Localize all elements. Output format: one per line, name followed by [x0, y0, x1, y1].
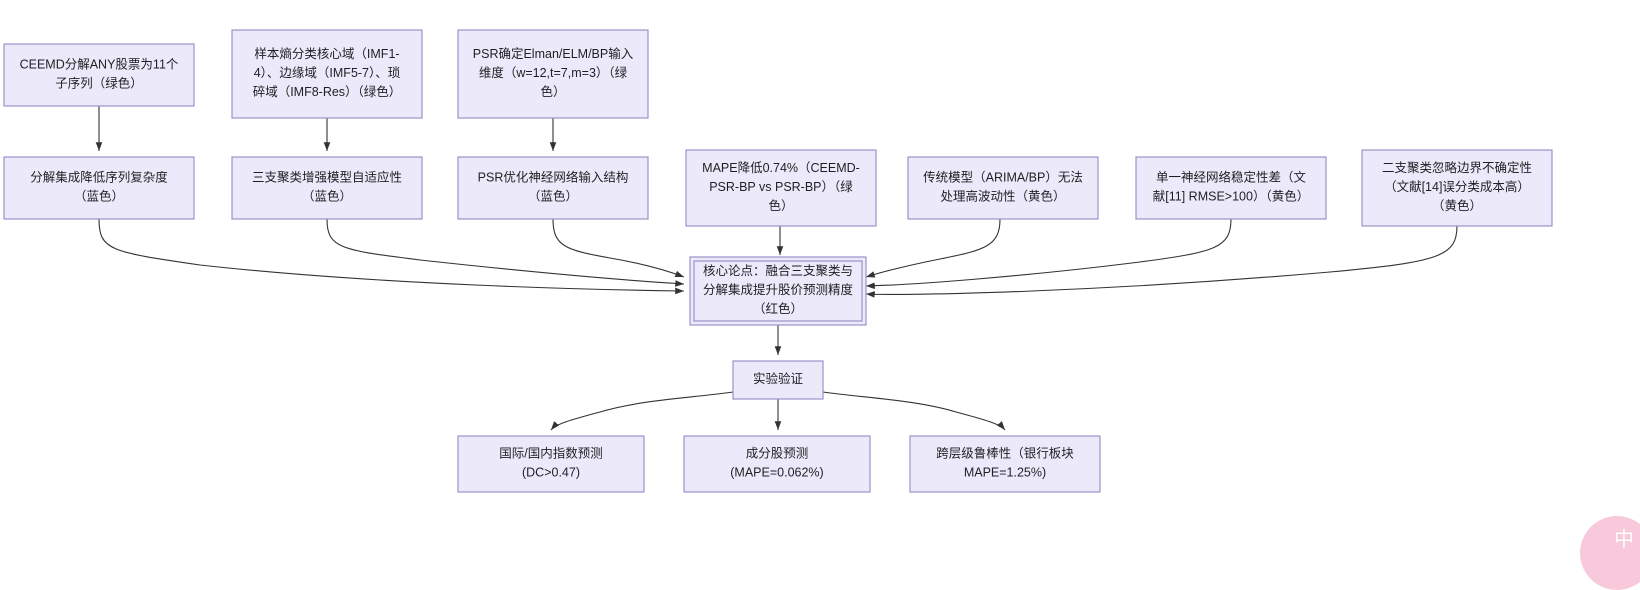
node-label-line: PSR-BP vs PSR-BP）（绿 — [709, 179, 853, 194]
node-label: PSR优化神经网络输入结构 （蓝色） — [478, 170, 629, 204]
node-mape-reduction-evidence[interactable]: MAPE降低0.74%（CEEMD- PSR-BP vs PSR-BP）（绿色） — [685, 149, 877, 227]
node-label: 成分股预测 (MAPE=0.062%) — [730, 447, 823, 480]
node-label-line: 4）、边缘域（IMF5-7）、琐 — [254, 65, 401, 80]
node-label-line: 传统模型（ARIMA/BP）无法 — [923, 170, 1083, 185]
node-box — [231, 156, 423, 220]
node-box — [3, 43, 195, 107]
node-label: 实验验证 — [753, 371, 804, 386]
node-label-line: 三支聚类增强模型自适应性 — [252, 170, 402, 185]
node-label-line: (MAPE=0.062%) — [730, 466, 823, 480]
node-label: 二支聚类忽略边界不确定性 （文献[14]误分类成本高） （黄色） — [1382, 160, 1532, 213]
node-label-line: PSR确定Elman/ELM/BP输入 — [473, 46, 634, 61]
node-box — [457, 29, 649, 119]
node-label-line: 单一神经网络稳定性差（文 — [1156, 170, 1307, 185]
edge-n6-to-core — [552, 218, 685, 278]
node-label-line: (DC>0.47) — [522, 466, 580, 480]
node-label: 传统模型（ARIMA/BP）无法处理高波动性（黄色） — [923, 170, 1083, 204]
edges-layer — [95, 106, 1458, 431]
node-label-line: 分解集成降低序列复杂度 — [30, 170, 168, 185]
edge-exp-to-r1 — [550, 391, 734, 431]
node-label: 样本熵分类核心域（IMF1- 4）、边缘域（IMF5-7）、琐碎域（IMF8-Re… — [253, 46, 402, 99]
node-label-line: 色） — [768, 198, 793, 213]
node-psr-input-dimension[interactable]: PSR确定Elman/ELM/BP输入维度（w=12,t=7,m=3）（绿色） — [457, 29, 649, 119]
node-label: 核心论点：融合三支聚类与分解集成提升股价预测精度 （红色） — [703, 263, 854, 316]
node-box — [457, 435, 645, 493]
node-label-line: 色） — [540, 84, 565, 99]
node-label-line: 实验验证 — [753, 371, 804, 386]
node-label-line: 二支聚类忽略边界不确定性 — [1382, 160, 1532, 175]
node-label-line: 分解集成提升股价预测精度 — [703, 282, 854, 297]
node-label-line: （红色） — [753, 301, 803, 316]
node-box — [1135, 156, 1327, 220]
node-label: CEEMD分解ANY股票为11个子序列（绿色） — [20, 58, 179, 91]
node-label-line: （文献[14]误分类成本高） — [1384, 179, 1530, 194]
node-label: 跨层级鲁棒性（银行板块 MAPE=1.25%) — [936, 447, 1074, 480]
edge-n8-to-core — [865, 218, 1001, 278]
edge-n9-to-core — [865, 218, 1232, 290]
node-box — [1361, 149, 1553, 227]
flowchart-canvas: CEEMD分解ANY股票为11个子序列（绿色） 样本熵分类核心域（IMF1- 4）、… — [3, 29, 1553, 493]
node-label-line: （蓝色） — [302, 189, 352, 204]
node-two-way-clustering-limitation[interactable]: 二支聚类忽略边界不确定性 （文献[14]误分类成本高） （黄色） — [1361, 149, 1553, 227]
node-box — [693, 260, 863, 322]
node-experiment-validation[interactable]: 实验验证 — [732, 360, 824, 400]
watermark-circle — [1580, 516, 1640, 590]
node-index-prediction-result[interactable]: 国际/国内指数预测 (DC>0.47) — [457, 435, 645, 493]
nodes-layer: CEEMD分解ANY股票为11个子序列（绿色） 样本熵分类核心域（IMF1- 4）、… — [3, 29, 1553, 493]
node-ceemd-decompose[interactable]: CEEMD分解ANY股票为11个子序列（绿色） — [3, 43, 195, 107]
edge-n5-to-core — [326, 218, 685, 287]
edge-exp-to-r3 — [822, 391, 1006, 431]
node-sample-entropy-classify[interactable]: 样本熵分类核心域（IMF1- 4）、边缘域（IMF5-7）、琐碎域（IMF8-Re… — [231, 29, 423, 119]
node-box — [732, 360, 824, 400]
node-box — [457, 156, 649, 220]
node-label: 分解集成降低序列复杂度 （蓝色） — [30, 170, 168, 204]
node-box — [231, 29, 423, 119]
node-single-nn-instability[interactable]: 单一神经网络稳定性差（文献[11] RMSE>100）（黄色） — [1135, 156, 1327, 220]
node-three-way-clustering-adaptivity[interactable]: 三支聚类增强模型自适应性 （蓝色） — [231, 156, 423, 220]
node-traditional-model-limitation[interactable]: 传统模型（ARIMA/BP）无法处理高波动性（黄色） — [907, 156, 1099, 220]
node-label-line: 跨层级鲁棒性（银行板块 — [936, 447, 1074, 461]
node-label-line: CEEMD分解ANY股票为11个 — [20, 58, 179, 72]
node-cross-level-robustness-result[interactable]: 跨层级鲁棒性（银行板块 MAPE=1.25%) — [909, 435, 1101, 493]
node-label-line: MAPE=1.25%) — [964, 466, 1046, 480]
node-psr-optimize-nn-input[interactable]: PSR优化神经网络输入结构 （蓝色） — [457, 156, 649, 220]
node-label-line: （蓝色） — [528, 189, 578, 204]
node-label-line: 核心论点：融合三支聚类与 — [703, 263, 853, 278]
node-label: 单一神经网络稳定性差（文献[11] RMSE>100）（黄色） — [1153, 170, 1309, 204]
node-box — [909, 435, 1101, 493]
node-label-line: 样本熵分类核心域（IMF1- — [254, 46, 399, 61]
node-label-line: PSR优化神经网络输入结构 — [478, 170, 629, 185]
node-label-line: 国际/国内指数预测 — [499, 446, 602, 461]
node-label-line: （蓝色） — [74, 189, 124, 204]
node-box — [907, 156, 1099, 220]
node-label-line: （黄色） — [1432, 198, 1482, 213]
node-label-line: 成分股预测 — [746, 447, 809, 461]
node-label-line: 维度（w=12,t=7,m=3）（绿 — [479, 65, 628, 80]
node-label-line: MAPE降低0.74%（CEEMD- — [702, 161, 860, 175]
node-label-line: 碎域（IMF8-Res）（绿色） — [253, 84, 402, 99]
node-label-line: 子序列（绿色） — [55, 76, 143, 91]
node-label: MAPE降低0.74%（CEEMD- PSR-BP vs PSR-BP）（绿色） — [702, 161, 860, 213]
node-label: 国际/国内指数预测 (DC>0.47) — [499, 446, 602, 480]
node-reduce-sequence-complexity[interactable]: 分解集成降低序列复杂度 （蓝色） — [3, 156, 195, 220]
node-box — [3, 156, 195, 220]
edge-n10-to-core — [865, 225, 1458, 298]
node-label-line: 献[11] RMSE>100）（黄色） — [1153, 189, 1309, 204]
node-constituent-stock-result[interactable]: 成分股预测 (MAPE=0.062%) — [683, 435, 871, 493]
node-core-argument[interactable]: 核心论点：融合三支聚类与分解集成提升股价预测精度 （红色） — [689, 256, 867, 326]
edge-n4-to-core — [98, 218, 685, 295]
node-label: PSR确定Elman/ELM/BP输入维度（w=12,t=7,m=3）（绿色） — [473, 46, 634, 99]
node-label: 三支聚类增强模型自适应性 （蓝色） — [252, 170, 402, 204]
node-box — [683, 435, 871, 493]
node-box — [685, 149, 877, 227]
node-label-line: 处理高波动性（黄色） — [940, 189, 1065, 204]
